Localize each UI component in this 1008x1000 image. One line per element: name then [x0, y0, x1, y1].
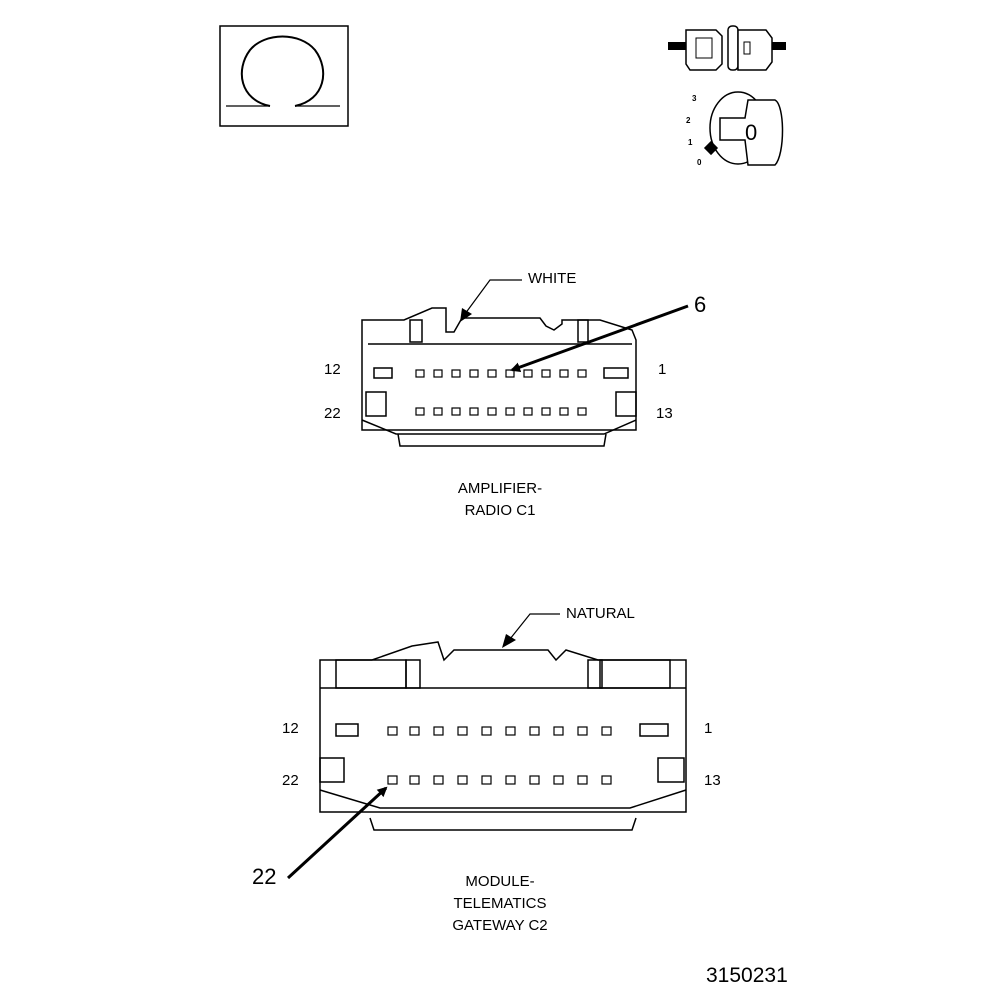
- connector-c2-pin-13: 13: [704, 772, 721, 789]
- connector-c1-pin-1: 1: [658, 361, 667, 378]
- connector-c1-callout-arrow: [510, 304, 689, 372]
- ignition-position-2: 2: [686, 116, 691, 125]
- connector-c1-title: AMPLIFIER- RADIO C1: [420, 478, 580, 522]
- connector-c2-callout-arrow: [286, 786, 388, 880]
- disconnect-connector-icon: [668, 25, 786, 71]
- connector-c2-pin-12: 12: [282, 720, 299, 737]
- ohm-meter-icon: [219, 25, 349, 127]
- ignition-position-1: 1: [688, 138, 693, 147]
- connector-c2-pins-top: [387, 726, 612, 736]
- connector-c1-color-arrowhead: [460, 308, 472, 322]
- connector-c1-pins-bottom: [415, 407, 587, 416]
- connector-c1-title-line1: AMPLIFIER-: [457, 480, 543, 497]
- connector-c2-body: [319, 641, 687, 831]
- connector-c2-pin-22: 22: [282, 772, 299, 789]
- connector-c2-title: MODULE- TELEMATICS GATEWAY C2: [420, 871, 580, 937]
- connector-c2-color: NATURAL: [566, 605, 635, 622]
- ignition-key-value: 0: [745, 120, 758, 145]
- connector-c1-pin-12: 12: [324, 361, 341, 378]
- connector-c1-color: WHITE: [528, 270, 577, 287]
- connector-c2-callout: 22: [252, 864, 277, 889]
- connector-c2-title-line2: TELEMATICS: [453, 895, 547, 912]
- connector-c2-title-line1: MODULE-: [465, 873, 535, 890]
- connector-c2-pins-bottom: [387, 775, 612, 785]
- ignition-key-icon: [703, 91, 784, 166]
- connector-c1-title-line2: RADIO C1: [464, 502, 536, 519]
- ignition-position-0: 0: [697, 158, 702, 167]
- connector-c1-pins-top: [415, 369, 587, 378]
- connector-c2-color-leader: [505, 613, 560, 645]
- connector-c1-body: [361, 307, 637, 447]
- connector-c1-color-leader: [461, 279, 522, 319]
- connector-c1-pin-22: 22: [324, 405, 341, 422]
- connector-c2-color-arrowhead: [502, 634, 516, 648]
- connector-c2-pin-1: 1: [704, 720, 713, 737]
- connector-c1-pin-13: 13: [656, 405, 673, 422]
- ignition-position-3: 3: [692, 94, 697, 103]
- connector-c2-title-line3: GATEWAY C2: [452, 917, 548, 934]
- figure-number: 3150231: [706, 964, 788, 987]
- connector-c1-callout: 6: [694, 292, 707, 317]
